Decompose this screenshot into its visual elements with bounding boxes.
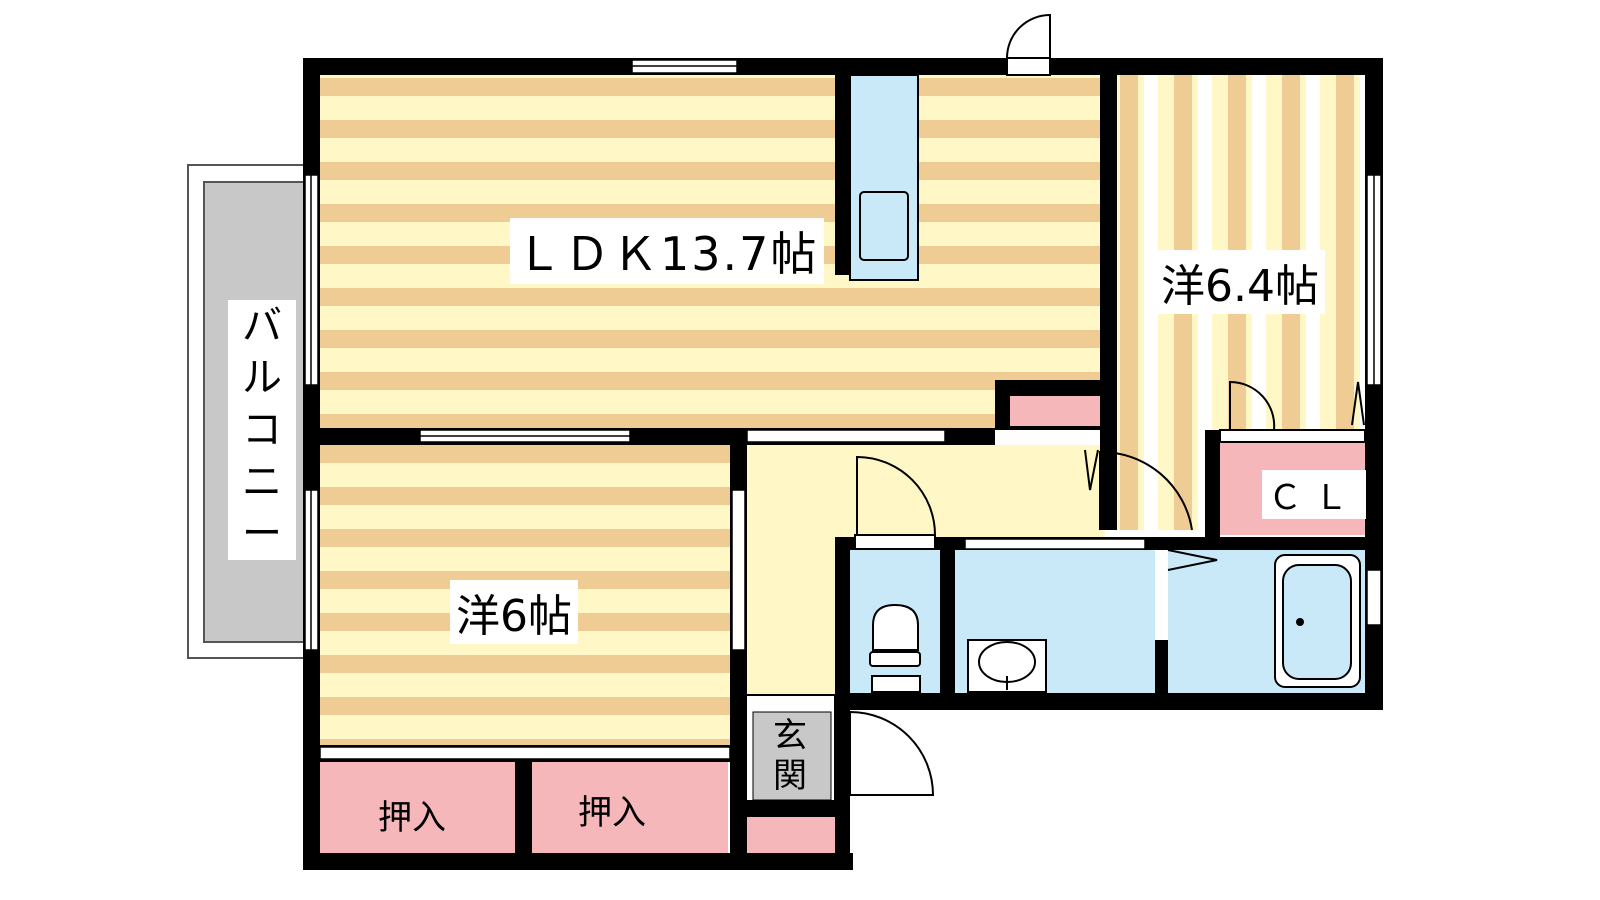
bathtub-fixture xyxy=(1274,554,1361,688)
closet-label: ＣＬ xyxy=(1262,470,1366,519)
toilet-fixture xyxy=(869,603,921,693)
entrance xyxy=(744,694,836,816)
storage-2-label: 押入 xyxy=(578,793,646,833)
ldk-label: ＬＤＫ13.7帖 xyxy=(510,218,825,284)
storage-closets xyxy=(318,396,1102,855)
western-6-label: 洋6帖 xyxy=(450,580,578,644)
storage-1-label: 押入 xyxy=(378,798,446,838)
kitchen-counter xyxy=(849,74,919,281)
sink-fixture xyxy=(967,639,1047,693)
hallway xyxy=(745,445,1105,695)
western-6-4-label: 洋6.4帖 xyxy=(1155,250,1325,314)
windows xyxy=(304,59,1382,760)
doors xyxy=(849,13,1365,796)
balcony-label: バルコニー xyxy=(228,300,296,560)
entrance-label: 玄関 xyxy=(773,716,807,796)
